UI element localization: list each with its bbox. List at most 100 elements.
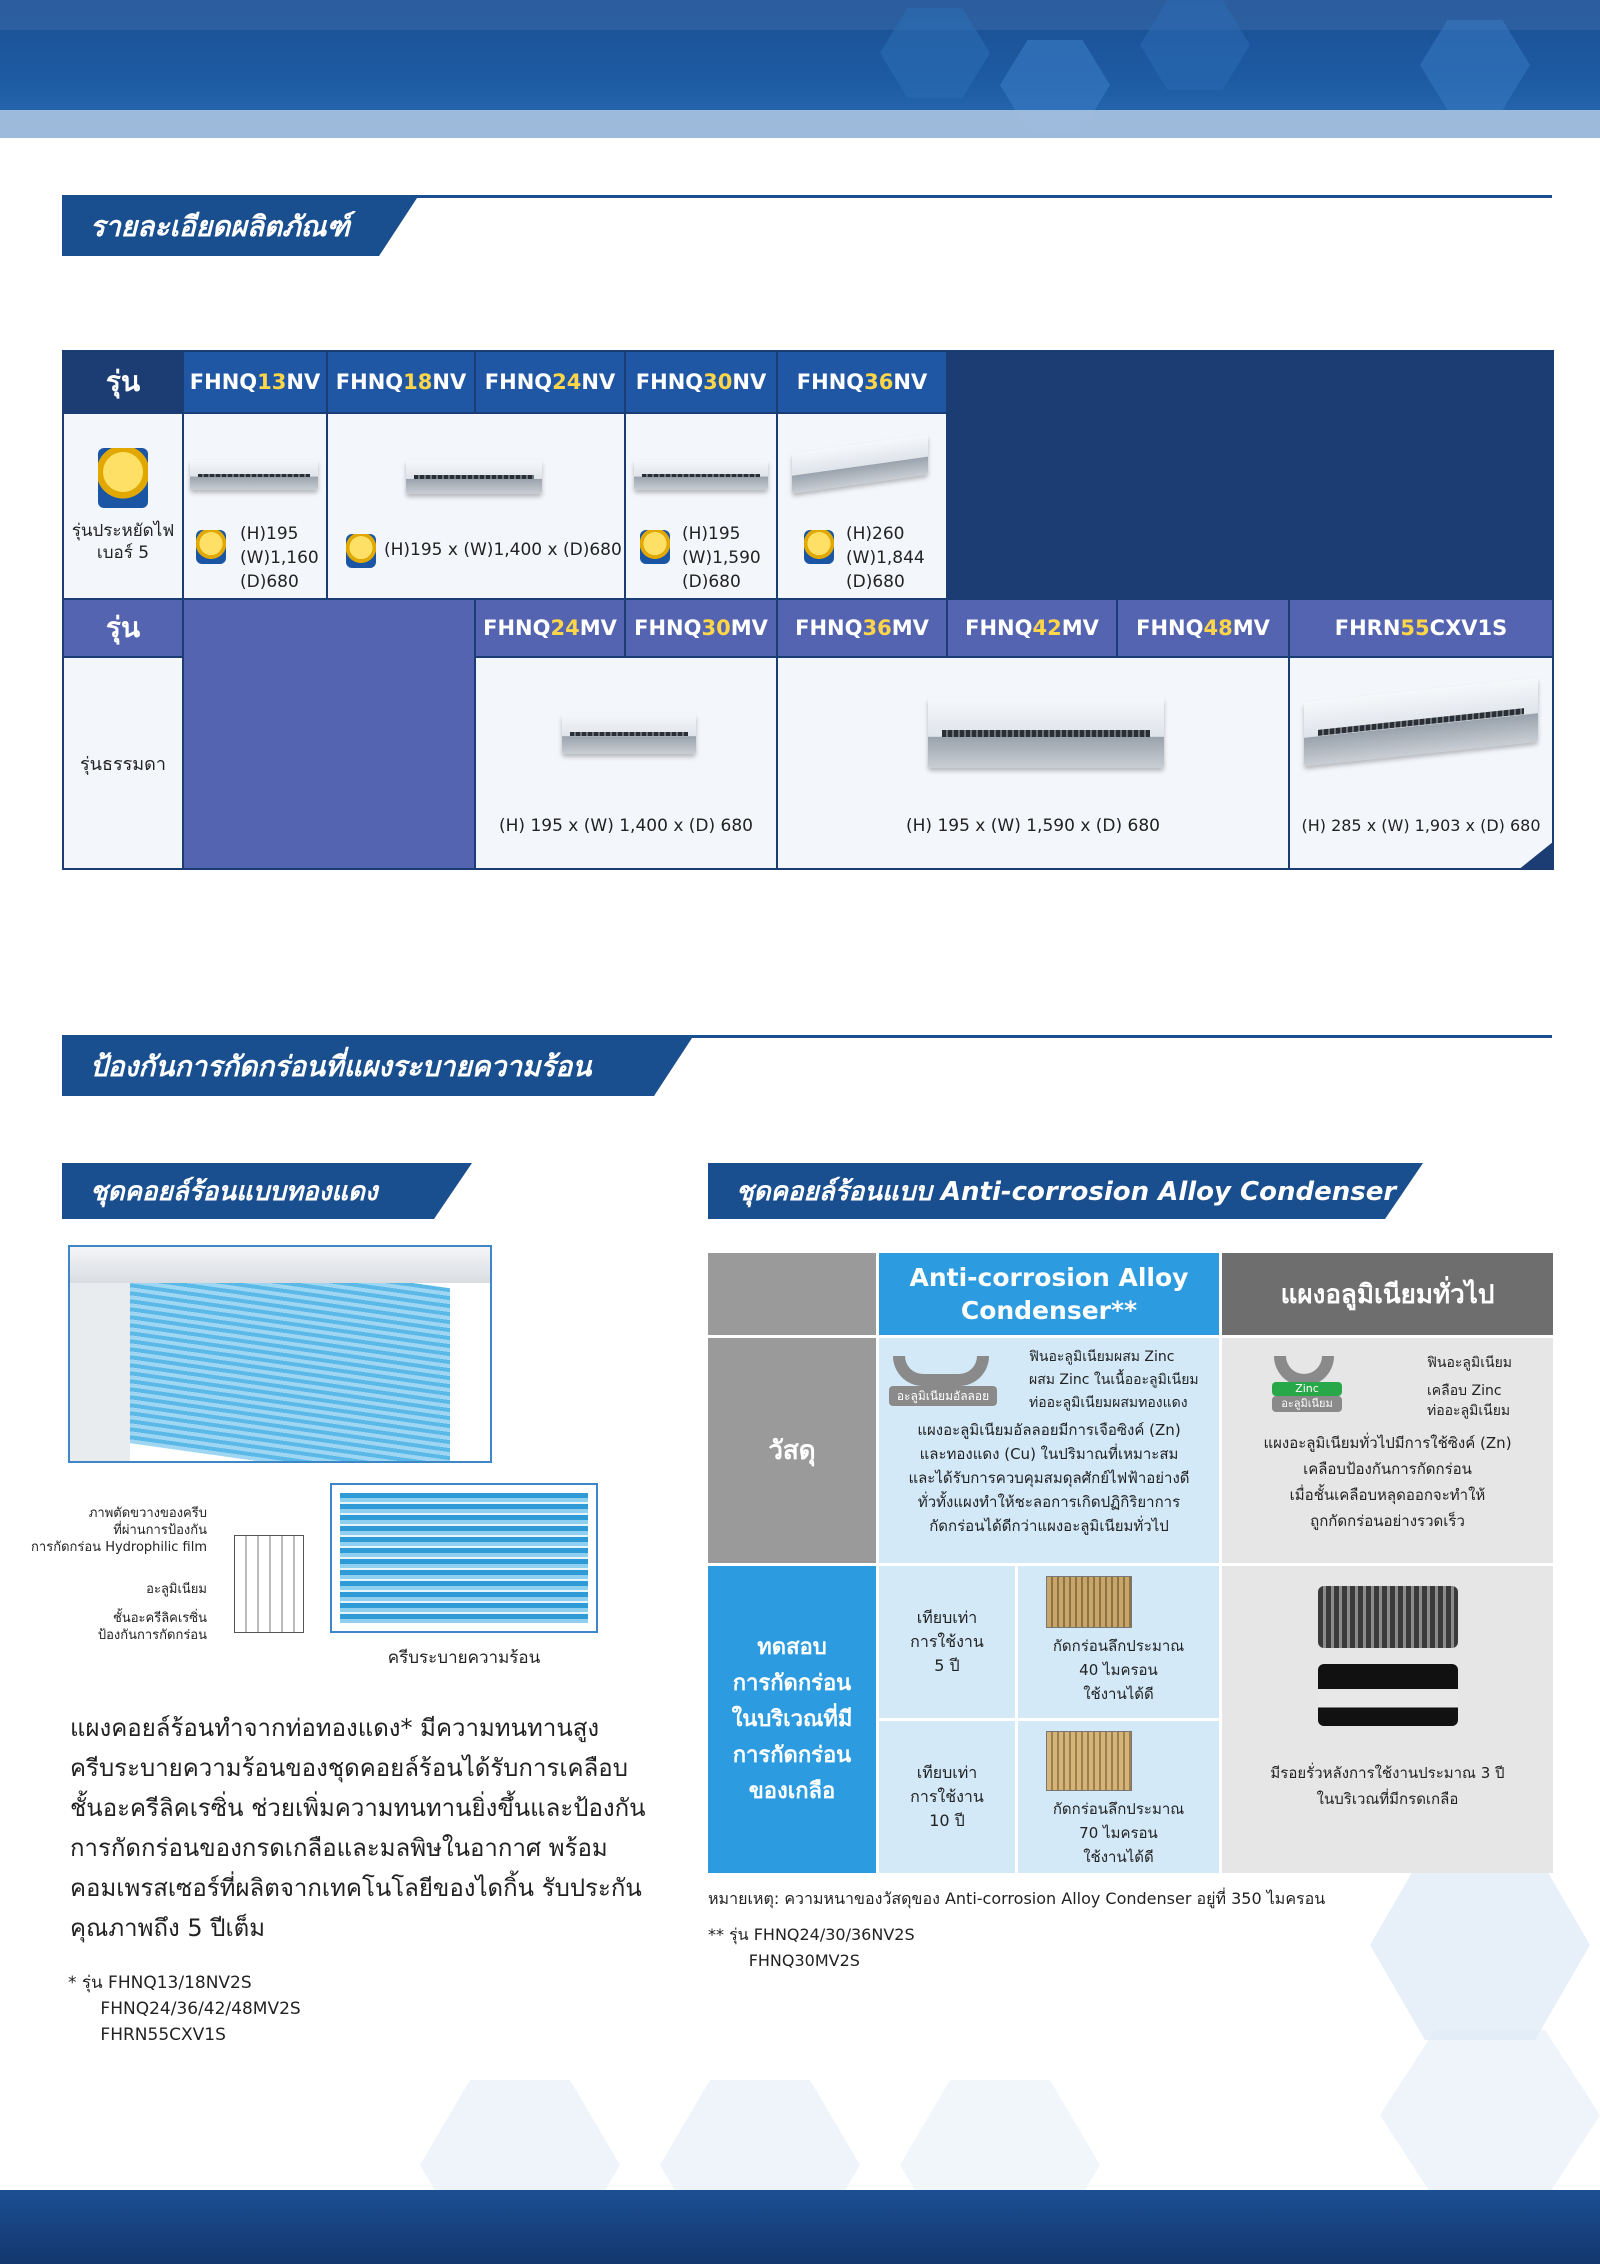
banner-stripe — [0, 110, 1600, 138]
aluminum-test-cell: มีรอยรั่วหลังการใช้งานประมาณ 3 ปี ในบริเ… — [1222, 1566, 1553, 1873]
fin-caption: ครีบระบายความร้อน — [387, 1648, 541, 1668]
product-cell: (H)260 (W)1,844 (D)680 — [778, 414, 946, 598]
product-cell: (H)195 (W)1,590 (D)680 — [626, 414, 776, 598]
ac-unit-image — [406, 460, 542, 494]
callout-film: ภาพตัดขวางของครีบ ที่ผ่านการป้องกัน การก… — [31, 1506, 207, 1555]
copper-description: แผงคอยล์ร้อนทำจากท่อทองแดง* มีความทนทานส… — [70, 1714, 646, 1942]
test-row-label: ทดสอบ การกัดกร่อน ในบริเวณที่มี การกัดกร… — [708, 1566, 876, 1873]
alloy-footnote: ** รุ่น FHNQ24/30/36NV2S FHNQ30MV2S — [708, 1925, 915, 1970]
section-title: ป้องกันการกัดกร่อนที่แผงระบายความร้อน — [62, 1038, 692, 1096]
product-cell: (H)195 (W)1,160 (D)680 — [184, 414, 326, 598]
product-cell: (H) 195 x (W) 1,400 x (D) 680 — [476, 658, 776, 868]
copper-footnote: * รุ่น FHNQ13/18NV2S FHNQ24/36/42/48MV2S… — [68, 1973, 301, 2045]
subsection-title: ชุดคอยล์ร้อนแบบ Anti-corrosion Alloy Con… — [708, 1163, 1423, 1219]
energy-saving-5-icon — [640, 530, 670, 564]
ac-unit-image — [928, 698, 1164, 768]
unit-top-panel — [70, 1247, 490, 1283]
alloy-material-cell: อะลูมิเนียมอัลลอย ฟินอะลูมิเนียมผสม Zinc… — [879, 1338, 1219, 1563]
aluminum-material-desc: แผงอะลูมิเนียมทั่วไปมีการใช้ซิงค์ (Zn) เ… — [1263, 1434, 1512, 1530]
ac-unit-image — [1304, 677, 1538, 767]
dimensions-text: (H) 195 x (W) 1,400 x (D) 680 — [499, 816, 753, 836]
product-cell-wide: (H)195 x (W)1,400 x (D)680 — [328, 414, 624, 598]
callout-acrylic: ชั้นอะครีลิคเรซิ่น ป้องกันการกัดกร่อน — [97, 1611, 207, 1643]
alloy-material-desc: แผงอะลูมิเนียมอัลลอยมีการเจือซิงค์ (Zn) … — [908, 1421, 1190, 1535]
test-10yr-period: เทียบเท่า การใช้งาน 10 ปี — [879, 1721, 1015, 1873]
subsection-title: ชุดคอยล์ร้อนแบบทองแดง — [62, 1163, 472, 1219]
banner-stripe — [0, 0, 1600, 30]
product-cell: (H) 195 x (W) 1,590 x (D) 680 — [778, 658, 1288, 868]
energy-label-cell: รุ่นประหยัดไฟ เบอร์ 5 — [64, 414, 182, 598]
empty-cell — [184, 600, 474, 868]
dimensions-text: (H)195 (W)1,160 (D)680 — [240, 524, 319, 592]
decor-hexagon — [1380, 2030, 1600, 2200]
energy-saving-5-icon — [346, 534, 376, 568]
energy-saving-5-icon — [196, 530, 226, 564]
aluminum-material-cell: Zinc อะลูมิเนียม ฟินอะลูมิเนียม เคลือบ Z… — [1222, 1338, 1553, 1563]
section-title: รายละเอียดผลิตภัณฑ์ — [62, 198, 417, 256]
aluminum-label: เคลือบ Zinc — [1427, 1383, 1502, 1399]
alloy-fin-diagram — [893, 1356, 989, 1386]
aluminum-label: ท่ออะลูมิเนียม — [1427, 1403, 1511, 1419]
energy-saving-5-icon — [804, 530, 834, 564]
energy-label-text: รุ่นประหยัดไฟ เบอร์ 5 — [71, 521, 175, 563]
dimensions-text: (H)195 x (W)1,400 x (D)680 — [384, 540, 622, 560]
alloy-label: ท่ออะลูมิเนียมผสมทองแดง — [1029, 1395, 1188, 1411]
aluminum-column-header: แผงอลูมิเนียมทั่วไป — [1222, 1253, 1553, 1335]
row-label: รุ่น — [105, 365, 141, 398]
test-5yr-period: เทียบเท่า การใช้งาน 5 ปี — [879, 1566, 1015, 1718]
alloy-column-header: Anti-corrosion Alloy Condenser** — [879, 1253, 1219, 1335]
aluminum-label: ฟินอะลูมิเนียม — [1427, 1355, 1513, 1371]
alloy-chip: อะลูมิเนียมอัลลอย — [889, 1386, 997, 1406]
ac-unit-image — [634, 460, 768, 490]
hexagon-shape — [1140, 0, 1250, 90]
blank-header — [708, 1253, 876, 1335]
row-label: รุ่น — [64, 600, 182, 656]
decor-hexagon — [1370, 1850, 1590, 2040]
condenser-illustration — [68, 1245, 492, 1463]
dimensions-text: (H) 195 x (W) 1,590 x (D) 680 — [906, 816, 1160, 836]
zinc-chip: Zinc — [1272, 1382, 1342, 1396]
standard-label-cell: รุ่นธรรมดา — [64, 658, 182, 868]
aluminum-test-result: มีรอยรั่วหลังการใช้งานประมาณ 3 ปี ในบริเ… — [1270, 1764, 1505, 1808]
corroded-sample-image — [1318, 1586, 1458, 1648]
corrosion-sample-image — [1046, 1576, 1132, 1628]
test-10yr-cell: กัดกร่อนลึกประมาณ 70 ไมครอน ใช้งานได้ดี — [1018, 1721, 1219, 1873]
alloy-label: ฟินอะลูมิเนียมผสม Zinc — [1029, 1349, 1175, 1365]
alloy-label: ผสม Zinc ในเนื้ออะลูมิเนียม — [1029, 1372, 1199, 1388]
aluminum-chip: อะลูมิเนียม — [1272, 1396, 1342, 1412]
bottom-banner — [0, 2190, 1600, 2264]
test-10yr-result: กัดกร่อนลึกประมาณ 70 ไมครอน ใช้งานได้ดี — [1052, 1800, 1185, 1866]
top-banner — [0, 0, 1600, 138]
standard-label-text: รุ่นธรรมดา — [80, 753, 166, 775]
section-rule — [62, 1035, 1552, 1038]
corroded-sample-image — [1318, 1664, 1458, 1726]
ac-unit-image — [562, 714, 696, 754]
ac-unit-image — [792, 434, 928, 494]
test-5yr-result: กัดกร่อนลึกประมาณ 40 ไมครอน ใช้งานได้ดี — [1052, 1637, 1185, 1703]
dimensions-text: (H) 285 x (W) 1,903 x (D) 680 — [1301, 816, 1541, 835]
corrosion-comparison-table: Anti-corrosion Alloy Condenser** แผงอลูม… — [708, 1253, 1553, 1873]
fin-cross-section — [234, 1535, 304, 1633]
hexagon-shape — [1420, 20, 1530, 110]
test-5yr-cell: กัดกร่อนลึกประมาณ 40 ไมครอน ใช้งานได้ดี — [1018, 1566, 1219, 1718]
ac-unit-image — [190, 460, 318, 490]
unit-side-panel — [70, 1283, 130, 1461]
corrosion-sample-image — [1046, 1731, 1132, 1791]
fin-zoom-box — [330, 1483, 598, 1633]
material-row-label: วัสดุ — [708, 1338, 876, 1563]
dimensions-text: (H)195 (W)1,590 (D)680 — [682, 524, 761, 592]
energy-saving-5-icon — [98, 448, 148, 508]
alloy-remark: หมายเหตุ: ความหนาของวัสดุของ Anti-corros… — [708, 1889, 1326, 1908]
